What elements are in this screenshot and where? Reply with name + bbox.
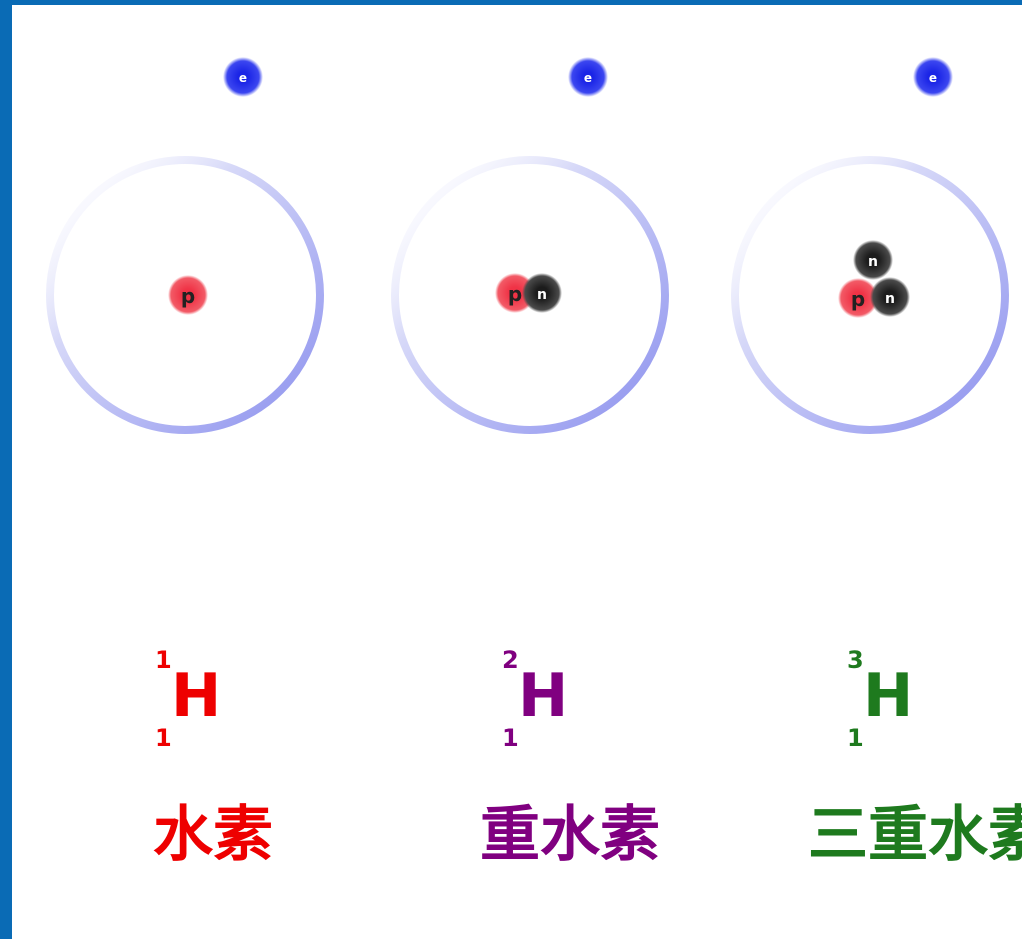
protium-atom-diagram: e p bbox=[46, 57, 324, 434]
frame-left-border bbox=[0, 0, 12, 939]
isotope-name-protium: 水素 bbox=[153, 800, 273, 870]
svg-text:e: e bbox=[239, 71, 247, 85]
neutron: n bbox=[853, 240, 893, 280]
svg-text:n: n bbox=[537, 287, 547, 303]
svg-text:p: p bbox=[181, 284, 195, 308]
svg-text:n: n bbox=[885, 291, 895, 307]
mass-number: 3 bbox=[847, 646, 864, 674]
atomic-number: 1 bbox=[155, 724, 172, 752]
atomic-number: 1 bbox=[502, 724, 519, 752]
electron: e bbox=[223, 57, 263, 97]
electron: e bbox=[568, 57, 608, 97]
mass-number: 2 bbox=[502, 646, 519, 674]
svg-text:p: p bbox=[508, 282, 522, 306]
frame-top-border bbox=[0, 0, 1022, 5]
atom-tritium: e p n n bbox=[730, 40, 1022, 560]
atomic-number: 1 bbox=[847, 724, 864, 752]
svg-text:p: p bbox=[851, 287, 865, 311]
proton: p bbox=[168, 275, 208, 315]
svg-text:n: n bbox=[868, 254, 878, 270]
electron: e bbox=[913, 57, 953, 97]
proton: p bbox=[838, 278, 878, 318]
element-symbol: H bbox=[171, 661, 221, 731]
atom-deuterium: e p n bbox=[385, 40, 685, 560]
neutron: n bbox=[522, 273, 562, 313]
svg-text:e: e bbox=[929, 71, 937, 85]
orbit bbox=[46, 156, 324, 434]
element-symbol: H bbox=[518, 661, 568, 731]
deuterium-atom-diagram: e p n bbox=[391, 57, 669, 434]
svg-text:e: e bbox=[584, 71, 592, 85]
tritium-atom-diagram: e p n n bbox=[731, 57, 1009, 434]
orbit bbox=[731, 156, 1009, 434]
element-symbol: H bbox=[863, 661, 913, 731]
isotope-name-tritium: 三重水素 bbox=[808, 800, 1022, 870]
mass-number: 1 bbox=[155, 646, 172, 674]
isotope-name-deuterium: 重水素 bbox=[480, 800, 660, 870]
neutron: n bbox=[870, 277, 910, 317]
orbit bbox=[391, 156, 669, 434]
atom-protium: e p bbox=[40, 40, 340, 560]
